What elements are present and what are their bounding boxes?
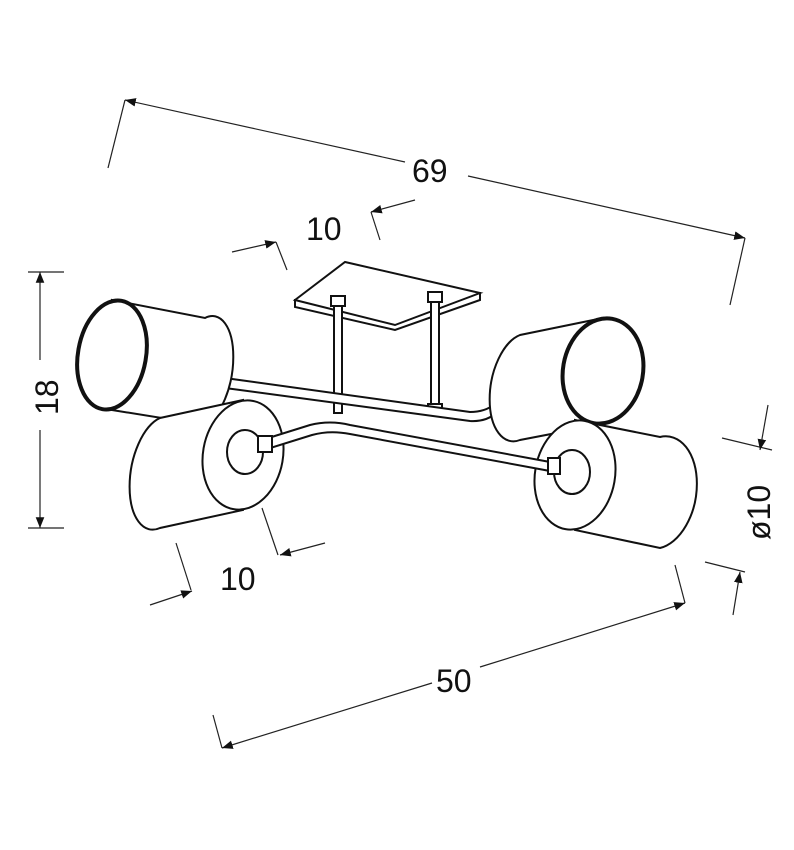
- shade-upper-left: [75, 298, 235, 427]
- socket-left: [257, 435, 273, 453]
- dimension-overall-width: 69: [107, 98, 746, 306]
- height-label: 18: [29, 379, 65, 415]
- shade-lower-right: [533, 418, 698, 550]
- shade-diameter-label: ø10: [741, 485, 777, 540]
- overall-width-label: 69: [412, 153, 448, 189]
- dimension-shade-length: 10: [149, 507, 326, 606]
- canopy: [292, 260, 484, 332]
- socket-right: [547, 457, 561, 475]
- canopy-width-label: 10: [306, 211, 342, 247]
- dimension-canopy-width: 10: [231, 199, 416, 271]
- lamp: [75, 260, 698, 550]
- dimension-height: 18: [28, 271, 65, 529]
- arm-span-label: 50: [436, 663, 472, 699]
- dimension-arm-span: 50: [212, 564, 686, 749]
- shade-upper-right: [488, 316, 646, 443]
- dimension-shade-diameter: ø10: [704, 404, 777, 616]
- shade-length-label: 10: [220, 561, 256, 597]
- rods: [330, 291, 443, 415]
